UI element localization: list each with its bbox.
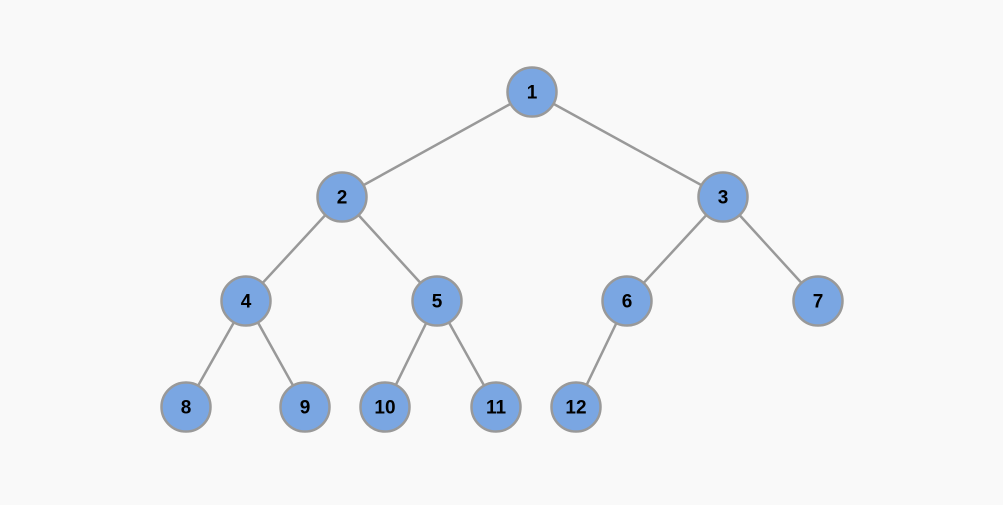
node-label: 9 [300,398,311,419]
tree-node-8: 8 [160,381,212,433]
node-label: 11 [486,398,507,419]
node-circle [220,275,272,327]
node-label: 1 [527,83,538,104]
node-circle [550,381,602,433]
edges-layer [184,90,820,409]
node-label: 5 [432,292,443,313]
edge-1-2 [340,90,534,199]
tree-node-11: 11 [470,381,522,433]
node-circle [279,381,331,433]
node-label: 3 [718,188,729,209]
tree-node-7: 7 [792,275,844,327]
node-circle [359,381,411,433]
node-label: 6 [622,292,633,313]
node-circle [601,275,653,327]
tree-node-5: 5 [411,275,463,327]
node-label: 10 [374,398,395,419]
tree-node-10: 10 [359,381,411,433]
tree-node-4: 4 [220,275,272,327]
node-label: 2 [337,188,348,209]
node-circle [160,381,212,433]
node-label: 7 [813,292,824,313]
edge-1-3 [530,90,725,199]
tree-node-2: 2 [316,171,368,223]
tree-node-6: 6 [601,275,653,327]
node-label: 8 [181,398,192,419]
node-circle [316,171,368,223]
tree-node-1: 1 [506,66,558,118]
node-circle [506,66,558,118]
node-label: 4 [241,292,252,313]
node-label: 12 [565,398,586,419]
node-circle [792,275,844,327]
node-circle [411,275,463,327]
node-circle [697,171,749,223]
tree-node-3: 3 [697,171,749,223]
tree-node-9: 9 [279,381,331,433]
tree-node-12: 12 [550,381,602,433]
node-circle [470,381,522,433]
